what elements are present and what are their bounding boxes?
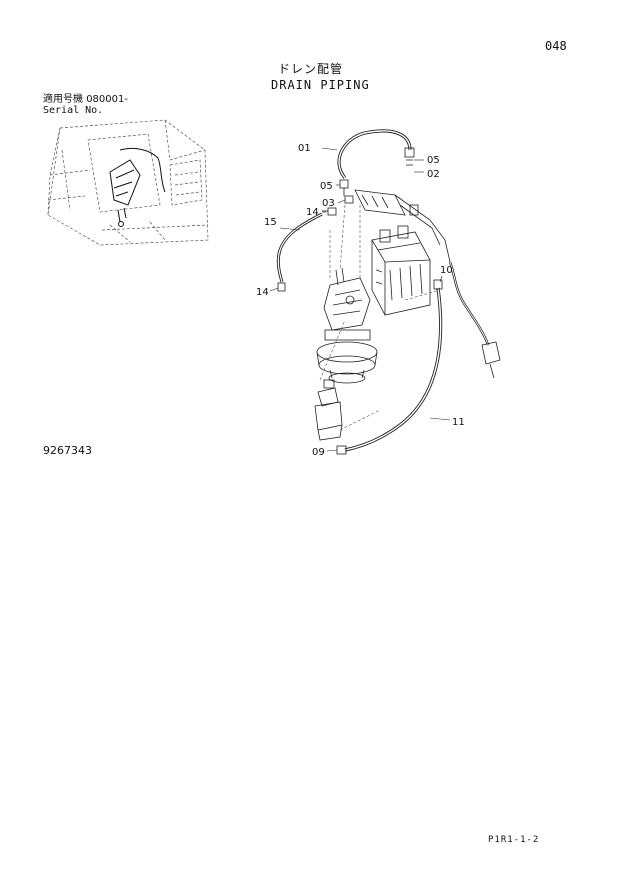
inset-pump-detail [109,147,166,227]
callout-14-upper: 14 [306,207,319,218]
serial-jp-label: 適用号機 [43,94,83,105]
control-valve [371,225,431,316]
hose-15 [276,212,323,292]
callout-09: 09 [312,447,325,458]
callout-03: 03 [322,198,335,209]
drawing-number: 9267343 [43,444,92,457]
title-english: DRAIN PIPING [271,78,370,92]
hidden-lines [319,204,441,431]
callout-11: 11 [452,417,465,428]
callout-05-upper: 05 [427,155,440,166]
leader-lines [269,147,451,452]
callout-01: 01 [298,143,311,154]
callout-02: 02 [427,169,440,180]
hose-01 [337,129,415,180]
swing-motor [316,267,378,384]
fitting-14-upper [322,207,337,216]
serial-english-label: Serial No. [43,105,104,116]
callout-14-lower: 14 [256,287,269,298]
center-joint [314,379,343,441]
callout-10: 10 [440,265,453,276]
excavator-overview-sketch [47,119,209,246]
title-japanese: ドレン配管 [278,62,344,76]
page-number: 048 [545,39,567,53]
serial-value: 080001- [86,94,128,105]
fitting-05-03 [339,179,354,204]
right-drain-pipe [448,261,501,379]
callout-05-lower: 05 [320,181,333,192]
drain-manifold [354,189,451,263]
callout-15: 15 [264,217,277,228]
footer-reference: P1R1-1-2 [488,835,540,845]
hose-11 [336,279,443,455]
serial-japanese-line: 適用号機 080001- [43,95,128,105]
